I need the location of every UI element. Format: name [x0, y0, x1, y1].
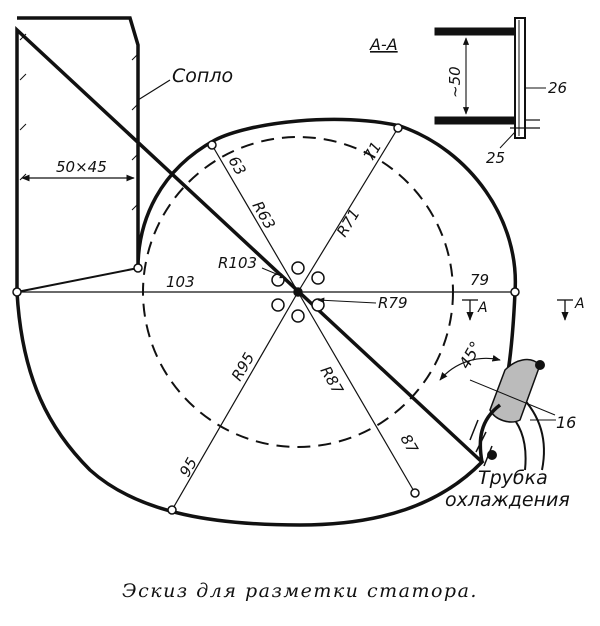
r79-label: R79 [378, 294, 408, 312]
angle-label: 45° [455, 338, 486, 372]
r79-leader [317, 297, 377, 304]
dim-71-label: 71 [360, 138, 385, 164]
rotor-dashed-circle [142, 136, 454, 448]
part-16-label: 16 [556, 413, 576, 432]
part-25-leader [499, 131, 516, 149]
nozzle-leader [137, 79, 171, 101]
r103-leader [261, 267, 287, 279]
section-marker-left-label: А [477, 300, 488, 316]
r71-label: R71 [333, 205, 364, 240]
radial-line-63 [211, 144, 299, 293]
part-26-label: 26 [548, 79, 567, 97]
nozzle-inner-wall [16, 17, 139, 292]
stator-casing-outline [15, 16, 518, 527]
radial-line-71 [297, 127, 399, 293]
cooling-tube-label-1: Трубка [478, 467, 548, 489]
r95-label: R95 [228, 349, 258, 384]
nozzle-base-line [16, 267, 139, 293]
section-detail [434, 17, 540, 139]
figure-caption: Эскиз для разметки статора. [122, 580, 478, 602]
marking-points [12, 123, 520, 515]
dim-79-label: 79 [470, 271, 489, 289]
nozzle-size-label: 50×45 [56, 158, 107, 176]
cooling-tube-label-2: охлаждения [445, 489, 570, 511]
nozzle-label: Сопло [172, 65, 233, 87]
nozzle-hatching [19, 33, 139, 211]
dim-63-label: 63 [225, 153, 250, 179]
radial-line-87 [297, 291, 416, 494]
r103-label: R103 [218, 254, 257, 272]
section-marker-right-label: А [574, 296, 585, 312]
radial-line-95 [171, 291, 299, 511]
section-title: А-А [369, 35, 398, 54]
cooling-tube [469, 358, 545, 471]
angle-arc [439, 354, 501, 381]
dim-95-label: 95 [176, 454, 201, 480]
angle-ref-line [469, 379, 556, 416]
section-height-label: ~50 [446, 66, 464, 98]
dim-103-label: 103 [166, 273, 195, 291]
part-25-label: 25 [486, 149, 505, 167]
dim-87-label: 87 [397, 431, 422, 457]
